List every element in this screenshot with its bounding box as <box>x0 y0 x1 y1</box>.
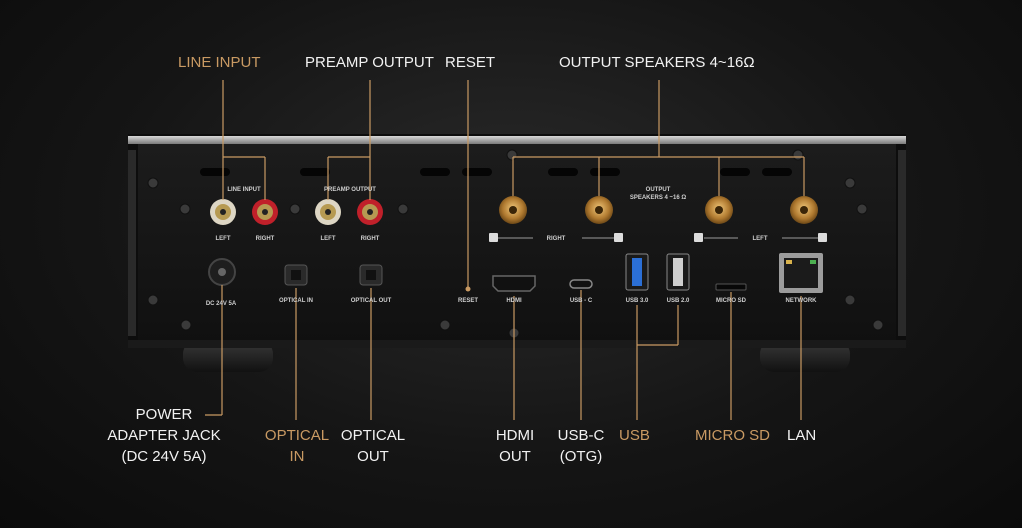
callout-power-line2: ADAPTER JACK <box>107 427 221 444</box>
panel-preamp-output-label: PREAMP OUTPUT <box>324 187 376 193</box>
panel-hdmi-label: HDMI <box>506 298 522 304</box>
speaker-terminals <box>499 196 818 224</box>
callout-usbc-line2: (OTG) <box>559 448 603 465</box>
callout-lan: LAN <box>787 427 817 444</box>
panel-speakers-label: SPEAKERS 4 ~16 Ω <box>630 195 687 201</box>
callout-power-line3: (DC 24V 5A) <box>121 448 207 465</box>
callout-optical-out: OPTICAL OUT <box>338 425 408 467</box>
callout-optical-out-line1: OPTICAL <box>340 427 406 444</box>
callout-power: POWER ADAPTER JACK (DC 24V 5A) <box>104 404 224 467</box>
callout-usbc: USB-C (OTG) <box>550 425 612 467</box>
panel-usb3-label: USB 3.0 <box>626 298 649 304</box>
usb-c-port <box>569 279 593 289</box>
callout-optical-in: OPTICAL IN <box>262 425 332 467</box>
panel-usb2-label: USB 2.0 <box>667 298 690 304</box>
panel-speaker-left-label: LEFT <box>753 236 768 242</box>
callout-line-input: LINE INPUT <box>178 54 261 71</box>
callout-hdmi-line2: OUT <box>499 448 531 465</box>
callout-output-speakers: OUTPUT SPEAKERS 4~16Ω <box>559 54 755 71</box>
callout-power-line1: POWER <box>135 406 193 423</box>
callout-optical-in-line1: OPTICAL <box>264 427 330 444</box>
hdmi-port <box>492 275 536 292</box>
callout-hdmi: HDMI OUT <box>487 425 543 467</box>
callout-usb: USB <box>619 427 650 444</box>
micro-sd-slot <box>715 283 747 291</box>
panel-line-left-label: LEFT <box>216 236 231 242</box>
callout-micro-sd: MICRO SD <box>695 427 770 444</box>
panel-line-input-label: LINE INPUT <box>227 187 261 193</box>
line-input-right-jack <box>252 199 278 225</box>
callout-usbc-line1: USB-C <box>557 427 605 444</box>
panel-reset-label: RESET <box>458 298 478 304</box>
callout-lines <box>205 80 805 420</box>
callout-optical-in-line2: IN <box>289 448 305 465</box>
panel-usbc-label: USB - C <box>570 298 593 304</box>
panel-output-label: OUTPUT <box>646 187 671 193</box>
reset-pinhole <box>465 286 471 292</box>
callout-hdmi-line1: HDMI <box>495 427 535 444</box>
callout-reset: RESET <box>445 54 496 71</box>
preamp-right-jack <box>357 199 383 225</box>
panel-speaker-right-label: RIGHT <box>547 236 566 242</box>
panel-line-right-label: RIGHT <box>256 236 275 242</box>
panel-micro-sd-label: MICRO SD <box>716 298 747 304</box>
panel-optical-out-label: OPTICAL OUT <box>351 298 392 304</box>
line-input-left-jack <box>210 199 236 225</box>
preamp-left-jack <box>315 199 341 225</box>
panel-optical-in-label: OPTICAL IN <box>279 298 313 304</box>
panel-preamp-left-label: LEFT <box>321 236 336 242</box>
callout-preamp-output: PREAMP OUTPUT <box>305 54 434 71</box>
panel-network-label: NETWORK <box>786 298 818 304</box>
callout-optical-out-line2: OUT <box>357 448 389 465</box>
panel-dc-label: DC 24V 5A <box>206 301 237 307</box>
panel-preamp-right-label: RIGHT <box>361 236 380 242</box>
